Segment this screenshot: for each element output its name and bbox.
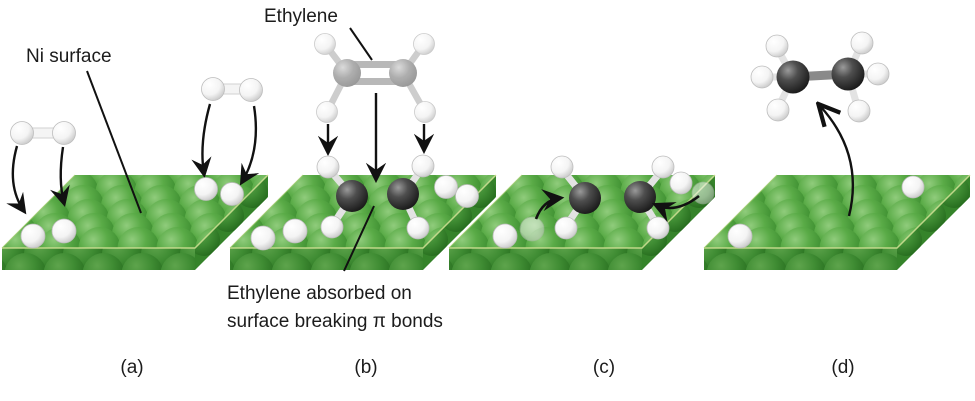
panel-c: [409, 155, 775, 295]
adsorption-arrow: [191, 103, 212, 179]
carbon-atom: [831, 57, 865, 91]
adsorbed-hydrogen-atom: [492, 223, 518, 249]
carbon-atom: [387, 178, 419, 210]
adsorption-arrow: [239, 105, 260, 186]
adsorption-caption: Ethylene absorbed on surface breaking π …: [227, 280, 443, 336]
adsorbed-hydrogen-atom: [220, 182, 244, 206]
adsorption-arrow: [50, 146, 70, 207]
panel-label-b: (b): [354, 357, 378, 378]
carbon-atom: [624, 181, 656, 213]
ni-surface-pointer-line: [86, 70, 142, 214]
surface-ch2-group-left: [550, 155, 601, 240]
carbon-atom: [569, 182, 601, 214]
panel-label-d: (d): [831, 357, 855, 378]
adsorbed-hydrogen-atom: [434, 175, 458, 199]
panel-b: [190, 27, 556, 295]
hydrogen-molecule-1: [10, 121, 76, 145]
migrating-hydrogen-ghost: [519, 216, 545, 242]
adsorbed-hydrogen-atom: [901, 175, 925, 199]
panel-d: [664, 31, 975, 295]
hydrogen-migration-arrow: [534, 189, 565, 220]
adsorbed-hydrogen-atom: [282, 218, 308, 244]
carbon-atom-faded: [389, 59, 417, 87]
carbon-atom: [776, 60, 810, 94]
adsorbed-hydrogen-atom: [455, 184, 479, 208]
adsorbed-ethylene: [316, 154, 435, 240]
ethylene-pointer-line: [349, 27, 373, 61]
adsorbed-hydrogen-atom: [669, 171, 693, 195]
adsorption-caption-line1: Ethylene absorbed on: [227, 283, 412, 304]
hydrogen-molecule-2: [201, 77, 263, 102]
surface-ch2-group-right: [624, 155, 675, 240]
ni-surface-label: Ni surface: [26, 46, 112, 67]
migrating-hydrogen-ghost: [691, 181, 715, 205]
adsorption-caption-line2: surface breaking π bonds: [227, 311, 443, 332]
desorption-arrow: [821, 107, 855, 217]
ethane-molecule: [750, 31, 890, 123]
panel-a: [0, 70, 327, 295]
ethylene-label: Ethylene: [264, 6, 338, 27]
carbon-atom: [336, 180, 368, 212]
ethylene-molecule-gas: [314, 33, 436, 123]
adsorbed-hydrogen-atom: [250, 225, 276, 251]
adsorbed-hydrogen-atom: [727, 223, 753, 249]
adsorbed-hydrogen-atom: [51, 218, 77, 244]
panel-label-c: (c): [592, 357, 616, 378]
hydrogen-migration-arrow: [651, 194, 700, 223]
carbon-atom-faded: [333, 59, 361, 87]
adsorbed-hydrogen-atom: [20, 223, 46, 249]
adsorption-arrow: [6, 145, 27, 215]
caption-pointer-line: [343, 205, 375, 272]
adsorbed-hydrogen-atom: [194, 177, 218, 201]
panel-label-a: (a): [120, 357, 144, 378]
